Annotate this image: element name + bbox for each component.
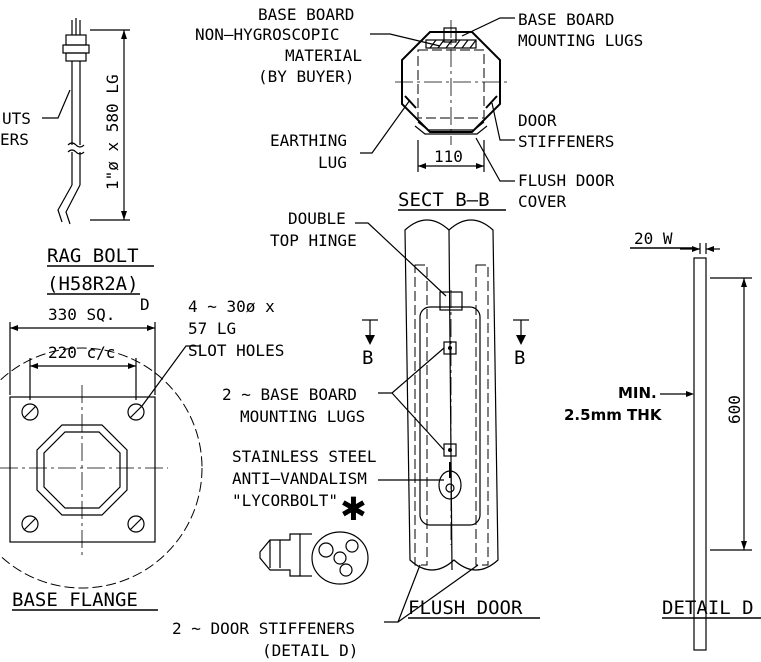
detail-d-view: 20 W 600 MIN. 2.5mm THK DETAIL D xyxy=(564,229,761,651)
bolt-label-2: ANTI–VANDALISM xyxy=(232,469,367,488)
door-lugs-1: 2 ~ BASE BOARD xyxy=(222,385,357,404)
section-bb-title: SECT B–B xyxy=(398,189,490,211)
hinge-label-2: TOP HINGE xyxy=(270,231,357,250)
section-bb-lugs-2: MOUNTING LUGS xyxy=(518,31,643,50)
flange-size: 330 SQ. xyxy=(48,305,115,324)
rag-bolt-nuts-label: UTS xyxy=(2,109,31,128)
flange-holes-3: SLOT HOLES xyxy=(188,341,284,360)
base-flange-view: 330 SQ. 220 c/c D 4 ~ 30ø x 57 LG SLOT H… xyxy=(0,295,284,611)
door-stiffeners-1: 2 ~ DOOR STIFFENERS xyxy=(172,619,355,638)
detail-d-thickness: 2.5mm THK xyxy=(564,406,663,424)
lycorbolt-star-icon: ✱ xyxy=(340,490,367,528)
detail-d-width: 20 W xyxy=(634,229,673,248)
flange-bolt-holes xyxy=(21,403,145,533)
lycorbolt-detail-sketch xyxy=(259,531,369,585)
hinge-label-1: DOUBLE xyxy=(288,209,346,228)
section-mark-left: B xyxy=(362,347,373,369)
section-bb-base-board-3: MATERIAL xyxy=(285,46,362,65)
section-bb-stiff-2: STIFFENERS xyxy=(518,132,614,151)
flange-cc: 220 c/c xyxy=(48,343,115,362)
rag-bolt-view: 1"ø x 580 LG UTS ERS RAG BOLT (H58R2A) xyxy=(0,18,154,295)
base-flange-title: BASE FLANGE xyxy=(12,589,138,611)
section-bb-base-board-4: (BY BUYER) xyxy=(258,67,354,86)
flush-door-view: B B DOUBLE TOP HINGE 2 ~ BASE BOARD MOUN… xyxy=(172,209,540,660)
section-bb-base-board-2: NON–HYGROSCOPIC xyxy=(195,25,340,44)
detail-d-min: MIN. xyxy=(618,384,657,402)
detail-d-length: 600 xyxy=(725,395,744,424)
section-bb-earth-1: EARTHING xyxy=(270,131,347,150)
rag-bolt-title: RAG BOLT xyxy=(47,245,139,267)
section-mark-right: B xyxy=(514,347,525,369)
flush-door-title: FLUSH DOOR xyxy=(408,597,523,619)
bolt-label-3: "LYCORBOLT" xyxy=(232,491,338,510)
section-bb-base-board-1: BASE BOARD xyxy=(258,5,354,24)
section-bb-earth-2: LUG xyxy=(318,153,347,172)
flange-detail-ref: D xyxy=(140,295,150,314)
bolt-label-1: STAINLESS STEEL xyxy=(232,447,377,466)
detail-d-title: DETAIL D xyxy=(662,597,754,619)
flange-holes-2: 57 LG xyxy=(188,319,236,338)
door-stiffeners-2: (DETAIL D) xyxy=(262,641,358,660)
flange-holes-1: 4 ~ 30ø x xyxy=(188,297,275,316)
rag-bolt-washers-label: ERS xyxy=(0,130,29,149)
rag-bolt-code: (H58R2A) xyxy=(47,273,139,295)
rag-bolt-dimension: 1"ø x 580 LG xyxy=(103,74,122,190)
section-bb-view: 110 BASE BOARD NON–HYGROSCOPIC MATERIAL … xyxy=(195,5,643,211)
section-bb-width: 110 xyxy=(434,147,463,166)
section-bb-cover-2: COVER xyxy=(518,192,567,211)
section-bb-stiff-1: DOOR xyxy=(518,111,557,130)
section-bb-lugs-1: BASE BOARD xyxy=(518,10,614,29)
section-bb-cover-1: FLUSH DOOR xyxy=(518,171,615,190)
door-lugs-2: MOUNTING LUGS xyxy=(240,407,365,426)
